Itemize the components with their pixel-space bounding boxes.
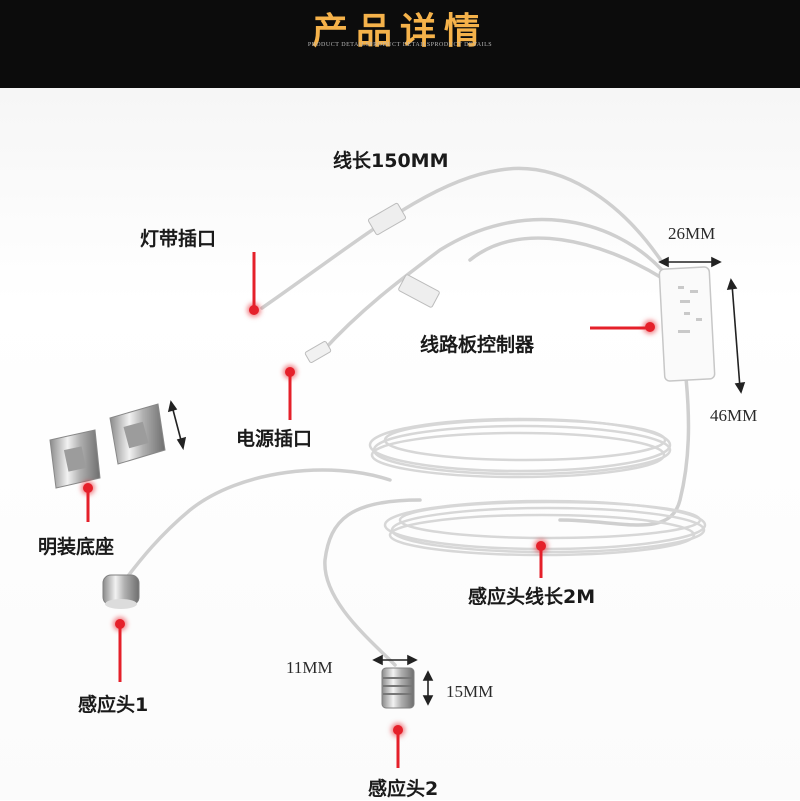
- page-title: 产品详情: [311, 11, 488, 52]
- callout-dot-sensor-2: [393, 725, 403, 735]
- power-plug-label: 电源插口: [236, 428, 313, 450]
- header-banner: 产品详情 PRODUCT DETAILSPRODUCT DETAILSPRODU…: [0, 0, 800, 88]
- sensor-head-2-part: [381, 667, 415, 709]
- coil-lower-4: [398, 500, 702, 540]
- controller-box: [658, 266, 716, 382]
- sensor-1-label: 感应头1: [78, 694, 149, 716]
- strip-plug-label: 灯带插口: [140, 228, 217, 250]
- callout-dot-strip-plug: [249, 305, 259, 315]
- wire-sensor-1: [123, 468, 392, 582]
- surface-base-slot-right: [123, 421, 149, 449]
- callout-dot-sensor-cable: [536, 541, 546, 551]
- wires: [123, 166, 691, 667]
- wire-down: [558, 376, 691, 527]
- controller-width-label: 26MM: [668, 224, 716, 243]
- callout-dot-sensor-1: [115, 619, 125, 629]
- sensor-diameter-label: 11MM: [286, 658, 333, 677]
- coil-lower-2: [390, 506, 706, 554]
- controller-label: 线路板控制器: [420, 334, 535, 356]
- sensor-cable-label: 感应头线长2M: [468, 586, 596, 608]
- wire-lower-split: [468, 236, 664, 280]
- controller-height-label: 46MM: [710, 406, 758, 425]
- callout-dot-power-plug: [285, 367, 295, 377]
- surface-base-parts: [49, 403, 166, 489]
- strip-plug-connectors: [304, 202, 440, 363]
- sensor-height-label: 15MM: [446, 682, 494, 701]
- callout-dot-controller: [645, 322, 655, 332]
- wire-top: [260, 166, 664, 310]
- callout-dot-surface-base: [83, 483, 93, 493]
- cable-coils: [368, 417, 707, 557]
- plug-connector-top: [368, 202, 406, 236]
- coil-upper-3: [370, 431, 666, 479]
- page-subtitle: PRODUCT DETAILSPRODUCT DETAILSPRODUCT DE…: [307, 42, 493, 48]
- surface-base-label: 明装底座: [38, 536, 115, 558]
- plug-connector-power: [304, 341, 332, 363]
- sensor-head-1-part: [102, 574, 140, 609]
- dimension-arrows: [167, 256, 746, 706]
- surface-base-slot-left: [63, 446, 87, 472]
- wire-sensor-2: [323, 498, 422, 667]
- sensor-2-label: 感应头2: [368, 778, 439, 800]
- plug-connector-middle: [398, 274, 440, 308]
- coil-upper-4: [383, 418, 667, 462]
- callout-lines: [86, 252, 648, 768]
- wire-length-label: 线长150MM: [333, 150, 449, 172]
- wire-middle: [320, 217, 664, 354]
